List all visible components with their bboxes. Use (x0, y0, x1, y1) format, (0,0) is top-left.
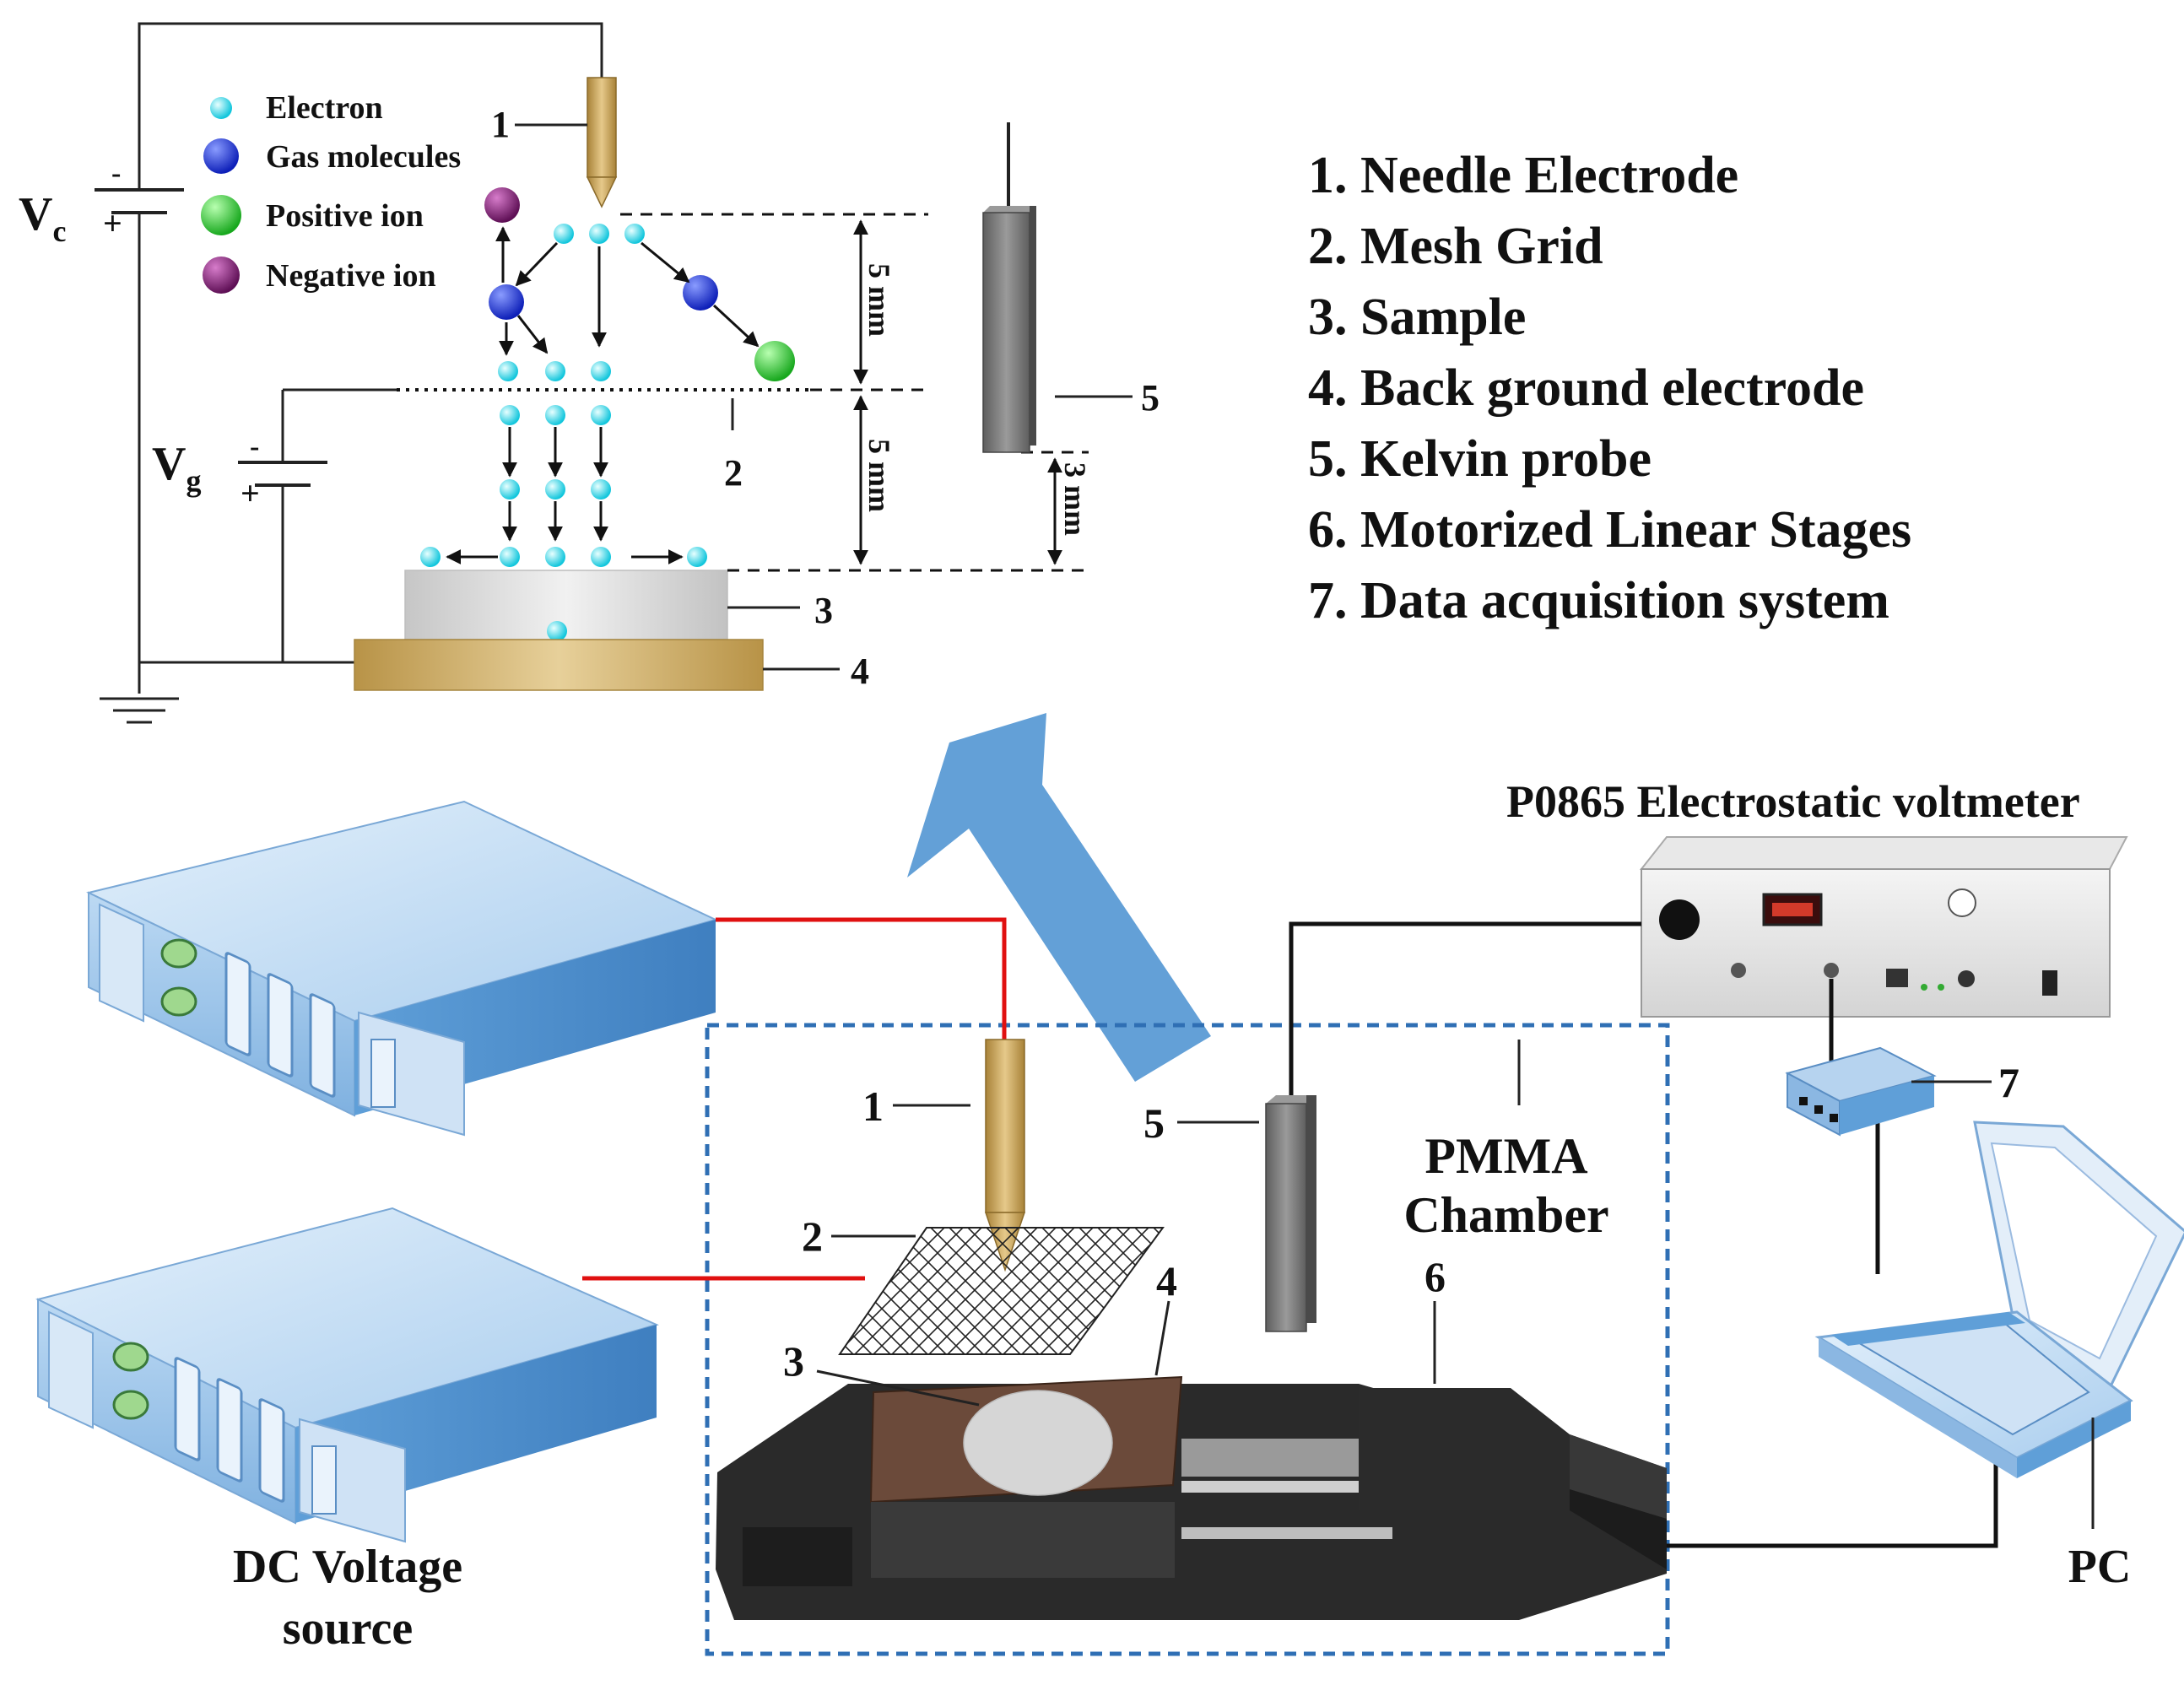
pc-label: PC (2068, 1541, 2132, 1593)
dimension-needle-grid: 5 mm (862, 263, 896, 337)
voltage-vg-label: Vg (152, 438, 201, 498)
drift-region (420, 405, 707, 619)
motorized-linear-stage (716, 1375, 1667, 1620)
battery-vc-minus: - (111, 158, 121, 189)
legend-electron-swatch (210, 97, 232, 119)
ionization-region (484, 187, 795, 381)
schematic-callout-needle: 1 (491, 104, 510, 145)
voltmeter-knob-icon (1659, 899, 1700, 940)
setup-callout-stage: 6 (1424, 1253, 1446, 1300)
schematic-callout-probe: 5 (1141, 377, 1160, 419)
setup-sample-disc (963, 1390, 1113, 1496)
battery-vc (95, 188, 184, 232)
legend-gas-molecule-swatch (203, 138, 239, 174)
component-list: 1. Needle Electrode 2. Mesh Grid 3. Samp… (1308, 147, 1911, 629)
component-list-item: 7. Data acquisition system (1308, 572, 1889, 629)
schematic-callout-electrode: 4 (851, 651, 869, 692)
component-list-item: 6. Motorized Linear Stages (1308, 501, 1911, 559)
dc-voltage-source-lower (35, 1207, 659, 1543)
dc-voltage-source-upper (86, 800, 718, 1137)
pmma-chamber-label-line2: Chamber (1403, 1187, 1608, 1243)
setup-mesh-grid (838, 1227, 1165, 1355)
schematic-callout-grid: 2 (724, 452, 743, 494)
battery-vc-plus: + (103, 204, 122, 242)
battery-vg-minus: - (250, 431, 259, 462)
data-acquisition-device (1785, 1046, 1937, 1137)
legend-negative-ion-label: Negative ion (266, 258, 436, 294)
setup-callout-daq: 7 (1998, 1059, 2019, 1106)
component-list-item: 1. Needle Electrode (1308, 147, 1738, 204)
setup-callout-grid: 2 (802, 1212, 823, 1260)
legend-negative-ion-swatch (203, 257, 240, 294)
legend-positive-ion-swatch (201, 195, 241, 235)
dimension-probe-sample: 3 mm (1058, 462, 1092, 536)
power-indicator-icon (112, 1390, 149, 1420)
setup-callout-probe: 5 (1143, 1099, 1165, 1147)
legend-gas-molecule-label: Gas molecules (266, 139, 461, 175)
power-indicator-icon (112, 1342, 149, 1372)
supply-wires (582, 917, 1007, 1281)
legend-electron-label: Electron (266, 90, 383, 126)
setup-kelvin-probe (1265, 1095, 1316, 1332)
dc-source-label-line1: DC Voltage (233, 1541, 462, 1593)
battery-vg-plus: + (241, 474, 260, 512)
setup-callout-electrode: 4 (1156, 1257, 1177, 1304)
dc-source-label-line2: source (283, 1602, 414, 1655)
setup-callout-needle: 1 (862, 1083, 884, 1130)
voltmeter-title: P0865 Electrostatic voltmeter (1506, 776, 2080, 827)
back-ground-electrode (354, 639, 764, 691)
schematic-panel: - + Vc - + Vg 1 Electron Gas molecules (19, 22, 1160, 724)
battery-vg (238, 461, 327, 491)
electrostatic-voltmeter (1639, 836, 2128, 1018)
pmma-chamber-boundary (705, 1023, 1670, 1656)
schematic-wiring (100, 22, 603, 724)
voltage-vc-label: Vc (19, 188, 66, 248)
kelvin-probe (982, 122, 1036, 453)
dimension-grid-sample: 5 mm (862, 439, 896, 512)
component-list-item: 4. Back ground electrode (1308, 359, 1864, 417)
power-indicator-icon (160, 986, 197, 1017)
component-list-item: 2. Mesh Grid (1308, 218, 1603, 275)
signal-wires (1289, 921, 1998, 1548)
setup-callout-sample: 3 (783, 1337, 804, 1385)
brand-logo-icon (1948, 888, 1976, 917)
component-list-item: 5. Kelvin probe (1308, 430, 1652, 488)
needle-electrode (586, 77, 618, 208)
schematic-callout-sample: 3 (814, 590, 833, 631)
component-list-item: 3. Sample (1308, 289, 1526, 346)
pc-laptop (1814, 1121, 2184, 1478)
power-indicator-icon (160, 938, 197, 969)
particle-legend: Electron Gas molecules Positive ion Nega… (201, 90, 461, 294)
pmma-chamber-label-line1: PMMA (1424, 1128, 1587, 1184)
legend-positive-ion-label: Positive ion (266, 198, 424, 234)
zoom-arrow (907, 713, 1211, 1082)
